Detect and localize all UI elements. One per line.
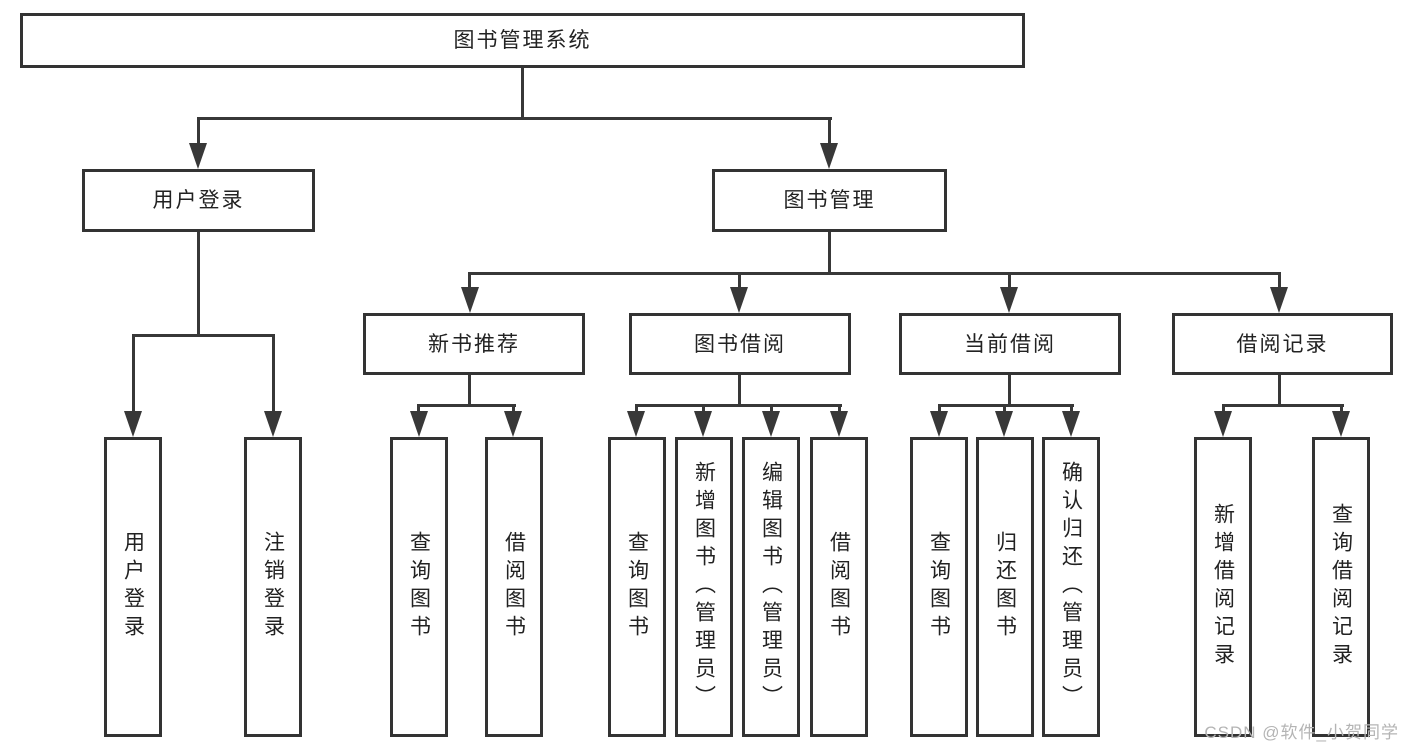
node-current-borrowing: 当前借阅: [899, 313, 1121, 375]
connector-drop-borrowing: [738, 272, 741, 290]
node-new-book-recommend: 新书推荐: [363, 313, 585, 375]
connector-drop: [635, 404, 638, 414]
arrow-down-icon: [930, 411, 948, 437]
leaf-confirm-return-admin: 确认归还（管理员）: [1042, 437, 1100, 737]
connector-user-login-vertical: [197, 232, 200, 337]
connector-drop: [417, 404, 420, 414]
connector-records-bar: [1222, 404, 1344, 407]
leaf-borrow-books-borrowing: 借阅图书: [810, 437, 868, 737]
leaf-add-borrow-record: 新增借阅记录: [1194, 437, 1252, 737]
leaf-query-books-current: 查询图书: [910, 437, 968, 737]
node-borrowing-records: 借阅记录: [1172, 313, 1393, 375]
arrow-down-icon: [995, 411, 1013, 437]
arrow-down-icon: [1062, 411, 1080, 437]
arrow-down-icon: [820, 143, 838, 169]
connector-drop: [702, 404, 705, 414]
node-user-login: 用户登录: [82, 169, 315, 232]
arrow-down-icon: [461, 287, 479, 313]
arrow-down-icon: [1332, 411, 1350, 437]
connector-borrowing-vertical: [738, 375, 741, 407]
leaf-query-books-borrowing: 查询图书: [608, 437, 666, 737]
connector-drop-current: [1008, 272, 1011, 290]
connector-drop: [938, 404, 941, 414]
leaf-edit-book-admin: 编辑图书（管理员）: [742, 437, 800, 737]
connector-recommend-vertical: [468, 375, 471, 407]
arrow-down-icon: [1270, 287, 1288, 313]
connector-root-vertical: [521, 68, 524, 120]
arrow-down-icon: [830, 411, 848, 437]
connector-drop-leaf-logout: [272, 334, 275, 414]
arrow-down-icon: [762, 411, 780, 437]
arrow-down-icon: [504, 411, 522, 437]
leaf-query-books-recommend: 查询图书: [390, 437, 448, 737]
connector-drop: [1340, 404, 1343, 414]
arrow-down-icon: [410, 411, 428, 437]
arrow-down-icon: [189, 143, 207, 169]
leaf-borrow-books-recommend: 借阅图书: [485, 437, 543, 737]
arrow-down-icon: [124, 411, 142, 437]
node-book-borrowing: 图书借阅: [629, 313, 851, 375]
connector-current-bar: [938, 404, 1074, 407]
leaf-user-login: 用户登录: [104, 437, 162, 737]
arrow-down-icon: [694, 411, 712, 437]
node-book-management: 图书管理: [712, 169, 947, 232]
connector-current-vertical: [1008, 375, 1011, 407]
leaf-logout: 注销登录: [244, 437, 302, 737]
node-library-management-system: 图书管理系统: [20, 13, 1025, 68]
connector-drop-book-management: [828, 117, 831, 147]
connector-level3-bar: [468, 272, 1281, 275]
connector-drop-records: [1278, 272, 1281, 290]
connector-drop-leaf-login: [132, 334, 135, 414]
connector-drop-user-login: [197, 117, 200, 147]
leaf-return-book: 归还图书: [976, 437, 1034, 737]
connector-drop: [1003, 404, 1006, 414]
connector-root-bar: [197, 117, 832, 120]
connector-user-login-bar: [132, 334, 275, 337]
connector-drop: [1222, 404, 1225, 414]
connector-book-management-vertical: [828, 232, 831, 275]
connector-recommend-bar: [417, 404, 516, 407]
arrow-down-icon: [264, 411, 282, 437]
leaf-add-book-admin: 新增图书（管理员）: [675, 437, 733, 737]
csdn-watermark: CSDN @软件_小贺同学: [1204, 723, 1399, 742]
leaf-query-borrow-record: 查询借阅记录: [1312, 437, 1370, 737]
arrow-down-icon: [1000, 287, 1018, 313]
arrow-down-icon: [1214, 411, 1232, 437]
connector-drop: [838, 404, 841, 414]
arrow-down-icon: [730, 287, 748, 313]
connector-drop-recommend: [468, 272, 471, 290]
arrow-down-icon: [627, 411, 645, 437]
connector-drop: [1070, 404, 1073, 414]
connector-drop: [770, 404, 773, 414]
connector-drop: [512, 404, 515, 414]
connector-records-vertical: [1278, 375, 1281, 407]
connector-borrowing-bar: [635, 404, 842, 407]
